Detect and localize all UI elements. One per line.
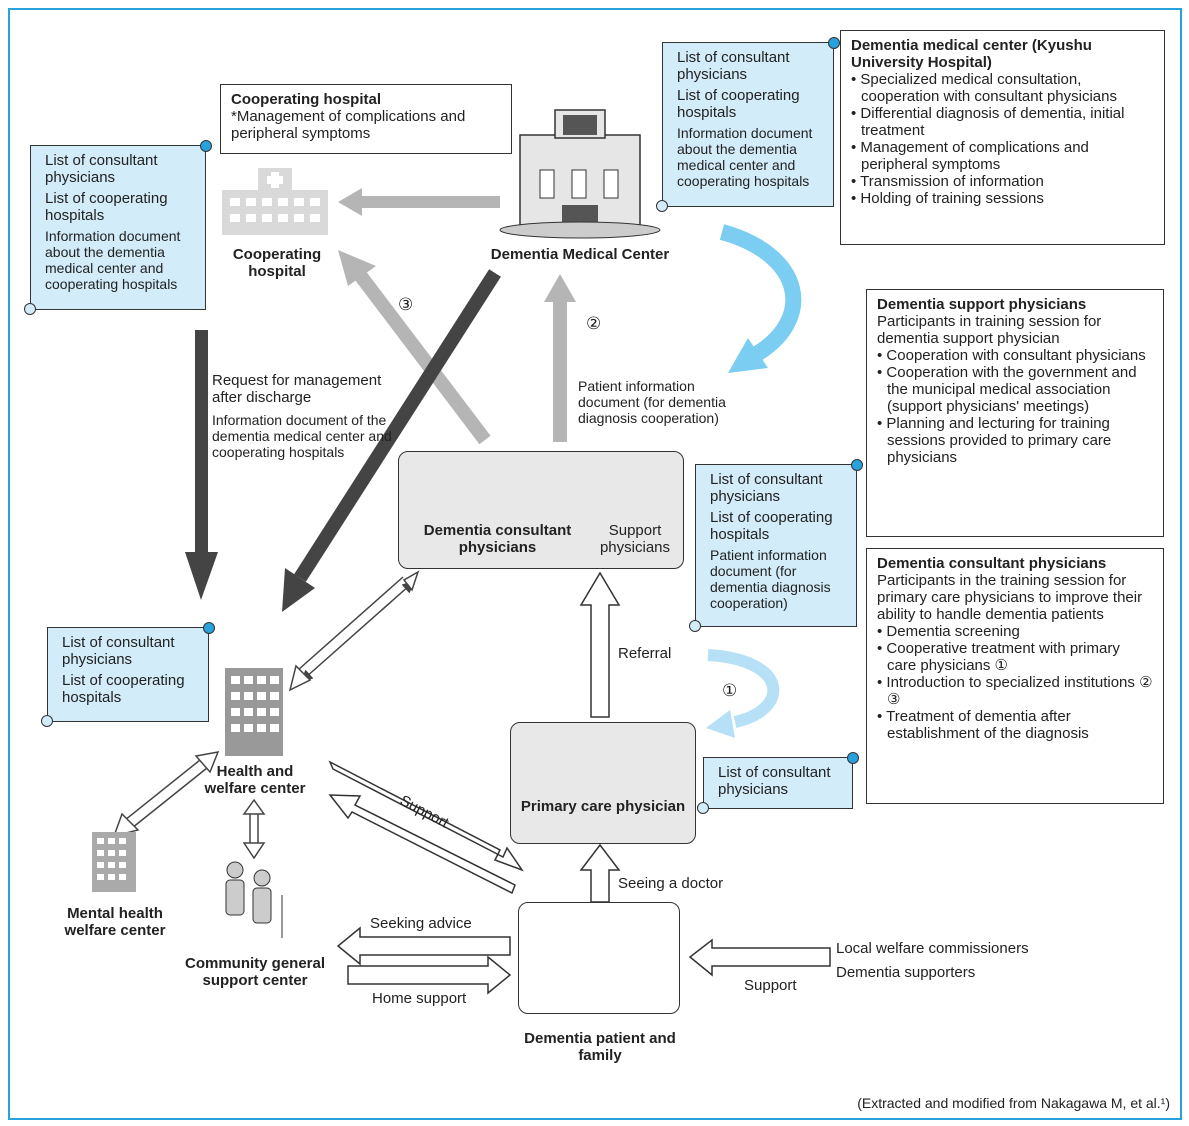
community-support-label: Community general support center: [184, 955, 326, 989]
list-item: Differential diagnosis of dementia, init…: [851, 105, 1154, 139]
arrow-home-support: [347, 955, 512, 995]
list-item: Cooperation with the government and the …: [877, 364, 1153, 415]
scroll-item: List of cooperating hospitals: [45, 190, 168, 224]
patient-family-label: Dementia patient and family: [524, 1030, 676, 1064]
consultant-physicians-label: Dementia consultant physicians: [423, 522, 572, 556]
consultant-physicians-box: Dementia consultant physicians Participa…: [866, 548, 1164, 804]
diagram-frame: [8, 8, 1182, 1120]
cooperating-hospital-info-note: *Management of complications and periphe…: [231, 108, 466, 142]
arrow-center-to-coop-hospital: [338, 188, 500, 216]
support-physicians-title: Dementia support physicians: [877, 296, 1087, 313]
cooperating-hospital-info-title: Cooperating hospital: [231, 91, 381, 108]
arrow-blue-curve-bottom: [706, 649, 780, 738]
primary-care-label: Primary care physician: [520, 798, 686, 815]
scroll-item: Patient information document (for dement…: [710, 547, 831, 611]
request-management-label: Request for management after discharge: [212, 372, 382, 406]
arrow-consultants-to-coop: [338, 250, 491, 445]
medical-center-info-title: Dementia medical center (Kyushu Universi…: [851, 37, 1092, 71]
arrow-support-return: [328, 794, 516, 895]
step-3-marker: ③: [398, 295, 414, 314]
home-support-label: Home support: [372, 990, 467, 1007]
consultant-physicians-title: Dementia consultant physicians: [877, 555, 1107, 572]
support-physicians-list: Cooperation with consultant physicians C…: [877, 347, 1153, 466]
building-cooperating-hospital-icon: [222, 168, 328, 235]
scroll-center-top: List of consultant physicians List of co…: [656, 37, 840, 212]
double-arrow-health-mental: [124, 759, 201, 821]
arrow-local-support: [688, 938, 831, 977]
dementia-supporters-label: Dementia supporters: [836, 964, 976, 981]
building-mental-health-icon: [92, 832, 136, 892]
list-item: Cooperation with consultant physicians: [877, 347, 1153, 364]
seeing-doctor-label: Seeing a doctor: [618, 875, 724, 892]
support-label-local: Support: [744, 977, 797, 994]
list-item: Management of complications and peripher…: [851, 139, 1154, 173]
scroll-item: List of consultant physicians: [62, 634, 175, 668]
list-item: Cooperative treatment with primary care …: [877, 640, 1153, 674]
consultants-node-box: [398, 451, 684, 569]
arrow-center-to-health-center: [282, 269, 501, 612]
building-medical-center-icon: [499, 109, 661, 239]
medical-center-info-box: Dementia medical center (Kyushu Universi…: [840, 30, 1165, 245]
scroll-health-center: List of consultant physicians List of co…: [41, 622, 215, 727]
support-physicians-intro: Participants in training session for dem…: [877, 313, 1102, 347]
support-physicians-box: Dementia support physicians Participants…: [866, 289, 1164, 537]
scroll-item: List of cooperating hospitals: [62, 672, 185, 706]
building-health-center-icon: [225, 668, 283, 756]
scroll-item: List of consultant physicians: [45, 152, 158, 186]
caregiver-icon: [225, 861, 283, 938]
list-item: Specialized medical consultation, cooper…: [851, 71, 1154, 105]
step-1-marker: ①: [722, 681, 738, 700]
scroll-item: List of consultant physicians: [677, 49, 790, 83]
consultant-physicians-list: Dementia screening Cooperative treatment…: [877, 623, 1153, 742]
scroll-item: List of cooperating hospitals: [677, 87, 800, 121]
list-item: Introduction to specialized institutions…: [877, 674, 1153, 708]
arrow-seeking-advice: [336, 926, 511, 966]
cooperating-hospital-info-box: Cooperating hospital *Management of comp…: [220, 84, 512, 154]
scroll-primary-care: List of consultant physicians: [697, 752, 859, 814]
scroll-consultants: List of consultant physicians List of co…: [689, 459, 863, 632]
list-item: Dementia screening: [877, 623, 1153, 640]
scroll-item: List of consultant physicians: [718, 764, 831, 798]
local-welfare-label: Local welfare commissioners: [836, 940, 1029, 957]
cooperating-hospital-label: Cooperating hospital: [232, 246, 322, 280]
step-2-marker: ②: [586, 314, 602, 333]
arrow-referral: [579, 571, 621, 718]
list-item: Planning and lecturing for training sess…: [877, 415, 1153, 466]
patient-node-box: [518, 902, 680, 1014]
info-document-label: Information document of the dementia med…: [212, 412, 392, 460]
health-center-label: Health and welfare center: [204, 763, 306, 797]
seeking-advice-label: Seeking advice: [370, 915, 472, 932]
medical-center-label: Dementia Medical Center: [490, 246, 670, 263]
mental-health-label: Mental health welfare center: [64, 905, 166, 939]
support-physicians-label: Support physicians: [599, 522, 671, 556]
arrow-request-management: [185, 330, 218, 600]
scroll-item: Information document about the dementia …: [677, 125, 813, 189]
patient-info-label: Patient information document (for dement…: [578, 378, 726, 426]
primary-care-node-box: [510, 722, 696, 844]
referral-label: Referral: [618, 645, 672, 662]
list-item: Treatment of dementia after establishmen…: [877, 708, 1153, 742]
source-citation: (Extracted and modified from Nakagawa M,…: [857, 1095, 1170, 1111]
arrow-consultants-to-center: [544, 274, 576, 442]
list-item: Holding of training sessions: [851, 190, 1154, 207]
scroll-item: List of cooperating hospitals: [710, 509, 833, 543]
arrow-support-diagonal: [328, 760, 524, 872]
scroll-item: List of consultant physicians: [710, 471, 823, 505]
medical-center-info-list: Specialized medical consultation, cooper…: [851, 71, 1154, 207]
consultant-physicians-intro: Participants in the training session for…: [877, 572, 1143, 623]
arrow-blue-curve-top: [719, 224, 802, 373]
arrow-seeing-doctor: [579, 843, 621, 903]
scroll-left-top: List of consultant physicians List of co…: [24, 140, 212, 315]
list-item: Transmission of information: [851, 173, 1154, 190]
scroll-item: Information document about the dementia …: [45, 228, 181, 292]
